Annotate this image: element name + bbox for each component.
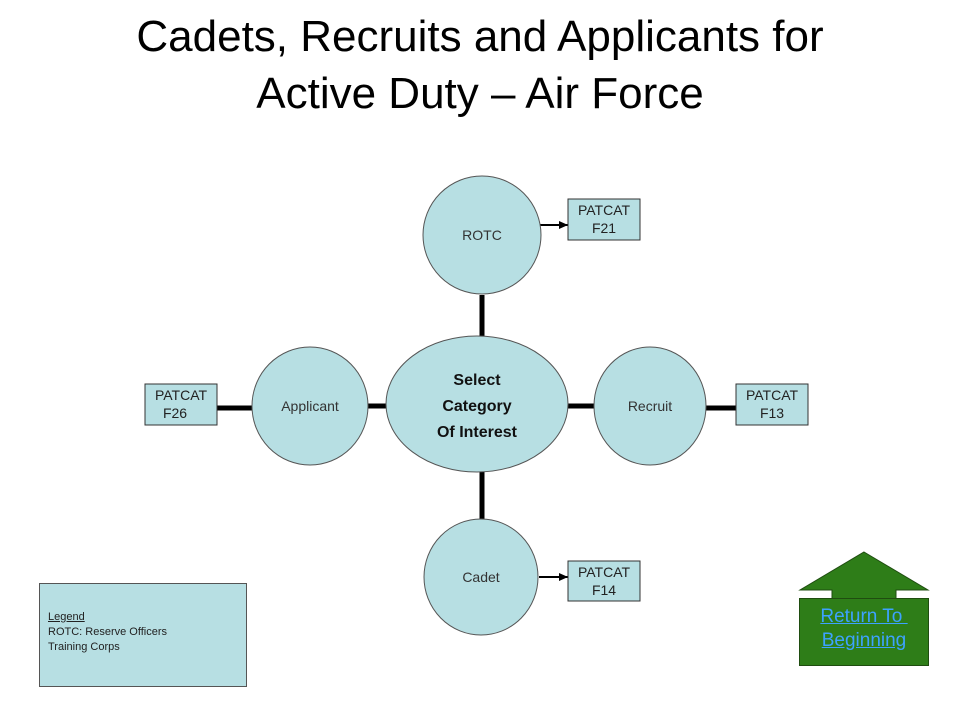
patcat-box-rotc[interactable]: PATCAT F21 (567, 198, 641, 241)
arrowhead-rotc-icon (559, 221, 568, 229)
node-applicant-label: Applicant (281, 398, 339, 414)
patcat-recruit-line-1: PATCAT (746, 387, 799, 403)
patcat-applicant-line-1: PATCAT (155, 387, 208, 403)
center-label-line-2: Category (442, 398, 511, 415)
node-recruit-label: Recruit (628, 398, 672, 414)
return-button-line-1: Return To (820, 606, 908, 627)
legend-line-2: Training Corps (48, 641, 120, 653)
title-line-2: Active Duty – Air Force (256, 69, 704, 118)
patcat-recruit-line-2: F13 (760, 405, 784, 421)
up-arrow-icon[interactable] (798, 551, 930, 601)
patcat-applicant-line-2: F26 (163, 405, 187, 421)
node-rotc[interactable]: ROTC (422, 175, 542, 295)
patcat-cadet-line-2: F14 (592, 582, 616, 598)
node-recruit[interactable]: Recruit (593, 346, 707, 466)
return-button-line-2: Beginning (821, 630, 907, 651)
center-label-line-3: Of Interest (437, 424, 518, 441)
center-node: Select Category Of Interest (385, 335, 569, 473)
patcat-box-applicant[interactable]: PATCAT F26 (144, 383, 218, 426)
page-title: Cadets, Recruits and Applicants for Acti… (0, 8, 960, 122)
patcat-rotc-line-2: F21 (592, 220, 616, 236)
title-line-1: Cadets, Recruits and Applicants for (136, 12, 824, 61)
legend-heading: Legend (48, 611, 85, 623)
return-to-beginning-button[interactable]: Return To Beginning (799, 598, 929, 666)
node-cadet-label: Cadet (462, 569, 499, 585)
patcat-box-recruit[interactable]: PATCAT F13 (735, 383, 809, 426)
node-cadet[interactable]: Cadet (423, 518, 539, 636)
legend-line-1: ROTC: Reserve Officers (48, 626, 167, 638)
arrowhead-cadet-icon (559, 573, 568, 581)
node-applicant[interactable]: Applicant (251, 346, 369, 466)
patcat-box-cadet[interactable]: PATCAT F14 (567, 560, 641, 602)
legend-box: Legend ROTC: Reserve Officers Training C… (39, 583, 247, 687)
node-rotc-label: ROTC (462, 227, 502, 243)
patcat-rotc-line-1: PATCAT (578, 202, 631, 218)
center-label-line-1: Select (453, 372, 501, 389)
patcat-cadet-line-1: PATCAT (578, 564, 631, 580)
